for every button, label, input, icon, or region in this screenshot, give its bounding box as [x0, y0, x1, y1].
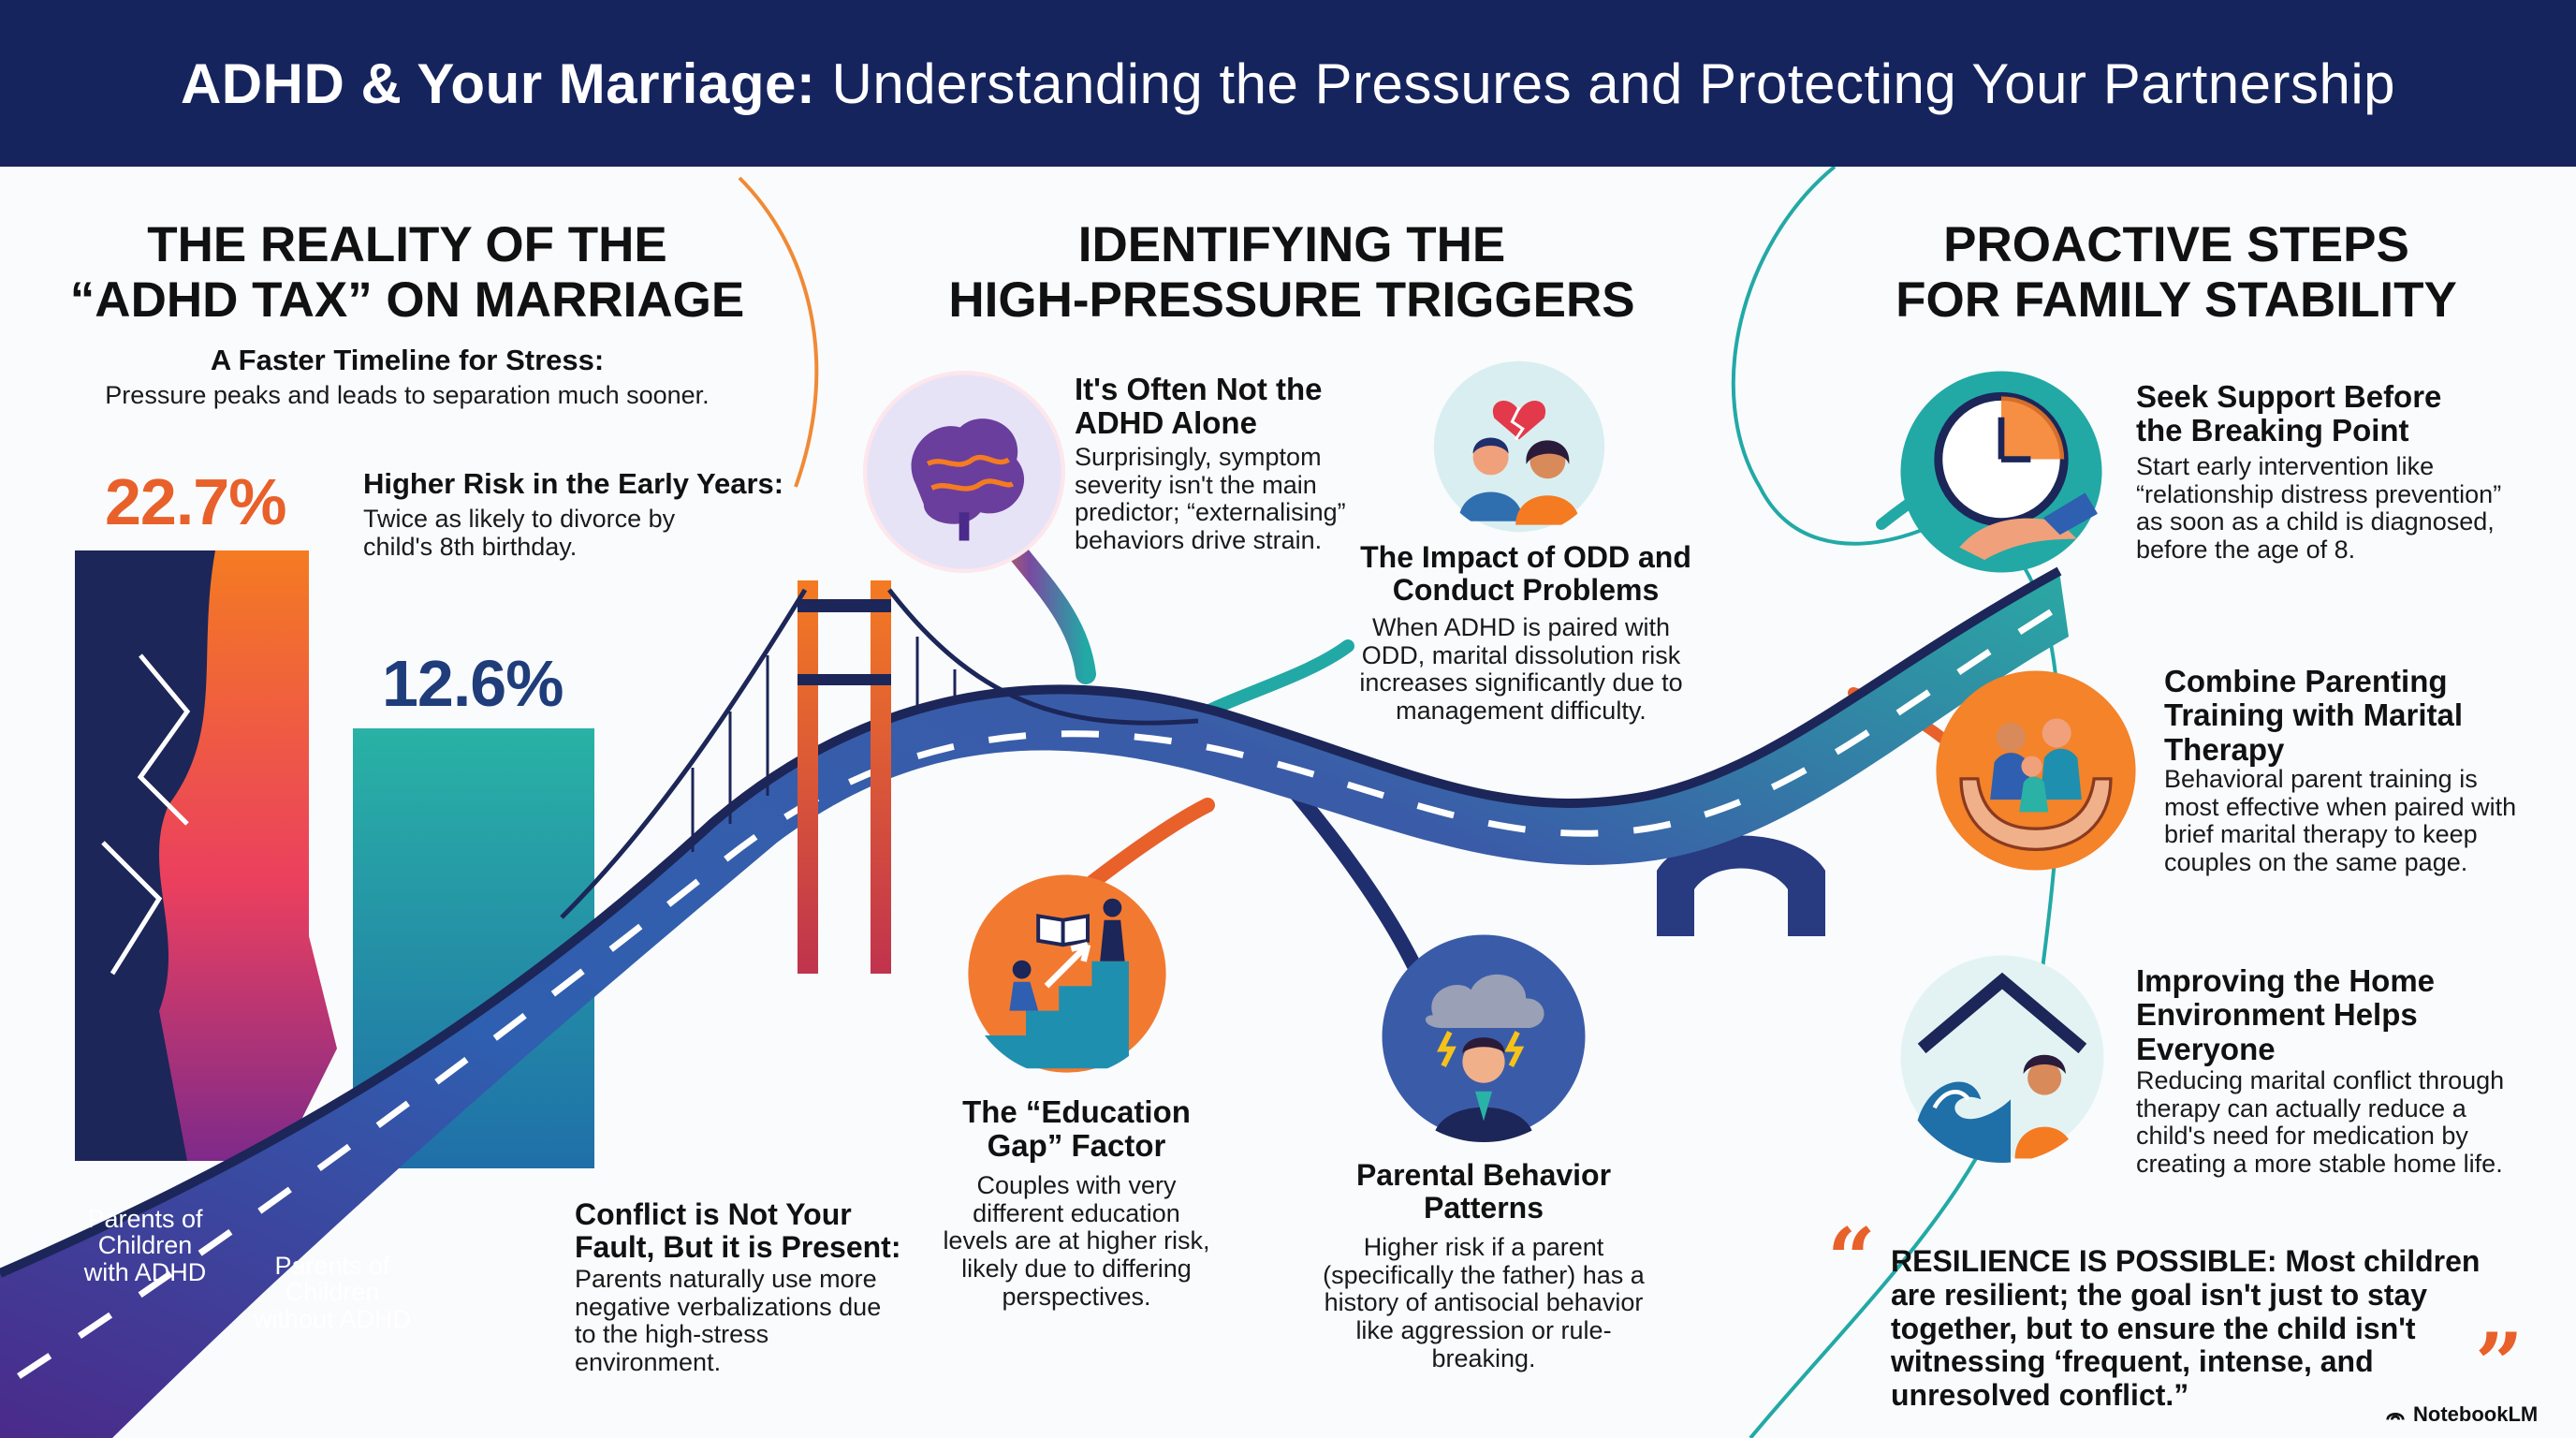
- stat-adhd: 22.7%: [105, 465, 286, 538]
- risk-text: Twice as likely to divorce by child's 8t…: [363, 505, 775, 561]
- resilience-quote: RESILIENCE IS POSSIBLE: Most children ar…: [1891, 1244, 2499, 1413]
- bar-label-adhd-line3: with ADHD: [83, 1257, 207, 1286]
- house-wave-icon: [1896, 951, 2108, 1163]
- education-heading: The “Education Gap” Factor: [962, 1094, 1191, 1164]
- brand-name: NotebookLM: [2413, 1402, 2539, 1426]
- quote-bold: RESILIENCE IS POSSIBLE:: [1891, 1244, 2277, 1278]
- parental-heading: Parental Behavior Patterns: [1355, 1158, 1612, 1225]
- risk-text-line2: child's 8th birthday.: [363, 532, 578, 561]
- bar-label-adhd: Parents of Children with ADHD: [66, 1206, 225, 1285]
- left-title-line1: THE REALITY OF THE: [147, 217, 667, 272]
- education-stairs-icon: [964, 871, 1170, 1077]
- parental-text: Higher risk if a parent (specifically th…: [1323, 1233, 1645, 1372]
- odd-text: When ADHD is paired with ODD, marital di…: [1359, 613, 1683, 726]
- bar-label-no-adhd-line3: without ADHD: [253, 1304, 412, 1333]
- support-heading: Seek Support Before the Breaking Point: [2136, 379, 2442, 448]
- home-text: Reducing marital conflict through therap…: [2136, 1066, 2505, 1179]
- broken-heart-couple-icon: [1430, 358, 1608, 536]
- clock-hands-icon: [1896, 367, 2106, 577]
- conflict-heading: Conflict is Not Your Fault, But it is Pr…: [575, 1197, 901, 1265]
- family-hands-icon: [1932, 667, 2140, 874]
- brand-badge: NotebookLM: [2385, 1402, 2538, 1427]
- bar-label-adhd-line2: Children: [97, 1231, 193, 1260]
- notebooklm-logo-icon: [2386, 1412, 2405, 1420]
- risk-text-line1: Twice as likely to divorce by: [363, 505, 676, 533]
- bar-label-adhd-line1: Parents of: [87, 1205, 203, 1233]
- quote-body: Most children are resilient; the goal is…: [1891, 1244, 2481, 1413]
- page-title: ADHD & Your Marriage: Understanding the …: [180, 51, 2396, 115]
- timeline-heading: A Faster Timeline for Stress:: [210, 344, 605, 376]
- left-title-line2: “ADHD TAX” ON MARRIAGE: [69, 272, 745, 329]
- middle-title-line2: HIGH-PRESSURE TRIGGERS: [948, 272, 1635, 329]
- combine-heading: Combine Parenting Training with Marital …: [2164, 664, 2464, 767]
- middle-section-title: IDENTIFYING THE HIGH-PRESSURE TRIGGERS: [899, 217, 1685, 329]
- left-section-title: THE REALITY OF THE “ADHD TAX” ON MARRIAG…: [56, 217, 758, 329]
- education-text: Couples with very different education le…: [943, 1171, 1210, 1311]
- storm-cloud-father-icon: [1378, 931, 1589, 1142]
- odd-heading: The Impact of ODD and Conduct Problems: [1360, 540, 1691, 608]
- not-alone-heading: It's Often Not the ADHD Alone: [1075, 372, 1323, 441]
- bar-label-no-adhd-line2: Children: [285, 1278, 380, 1307]
- risk-heading: Higher Risk in the Early Years:: [363, 467, 784, 500]
- middle-title-line1: IDENTIFYING THE: [1077, 217, 1506, 272]
- header-bar: ADHD & Your Marriage: Understanding the …: [0, 0, 2576, 167]
- support-text: Start early intervention like “relations…: [2136, 452, 2502, 565]
- quote-close-icon: ”: [2475, 1314, 2524, 1414]
- not-alone-text: Surprisingly, symptom severity isn't the…: [1075, 443, 1346, 555]
- brain-icon: [863, 371, 1065, 573]
- home-heading: Improving the Home Environment Helps Eve…: [2136, 963, 2436, 1066]
- right-section-title: PROACTIVE STEPS FOR FAMILY STABILITY: [1835, 217, 2518, 329]
- right-title-line2: FOR FAMILY STABILITY: [1895, 272, 2457, 329]
- conflict-text: Parents naturally use more negative verb…: [575, 1265, 882, 1377]
- right-title-line1: PROACTIVE STEPS: [1943, 217, 2409, 272]
- combine-text: Behavioral parent training is most effec…: [2164, 765, 2517, 877]
- bar-label-no-adhd-line1: Parents of: [274, 1252, 390, 1280]
- stat-no-adhd: 12.6%: [382, 647, 564, 720]
- quote-open-icon: “: [1827, 1210, 1876, 1309]
- timeline-text: Pressure peaks and leads to separation m…: [105, 381, 710, 409]
- bar-label-no-adhd: Parents of Children without ADHD: [243, 1253, 421, 1332]
